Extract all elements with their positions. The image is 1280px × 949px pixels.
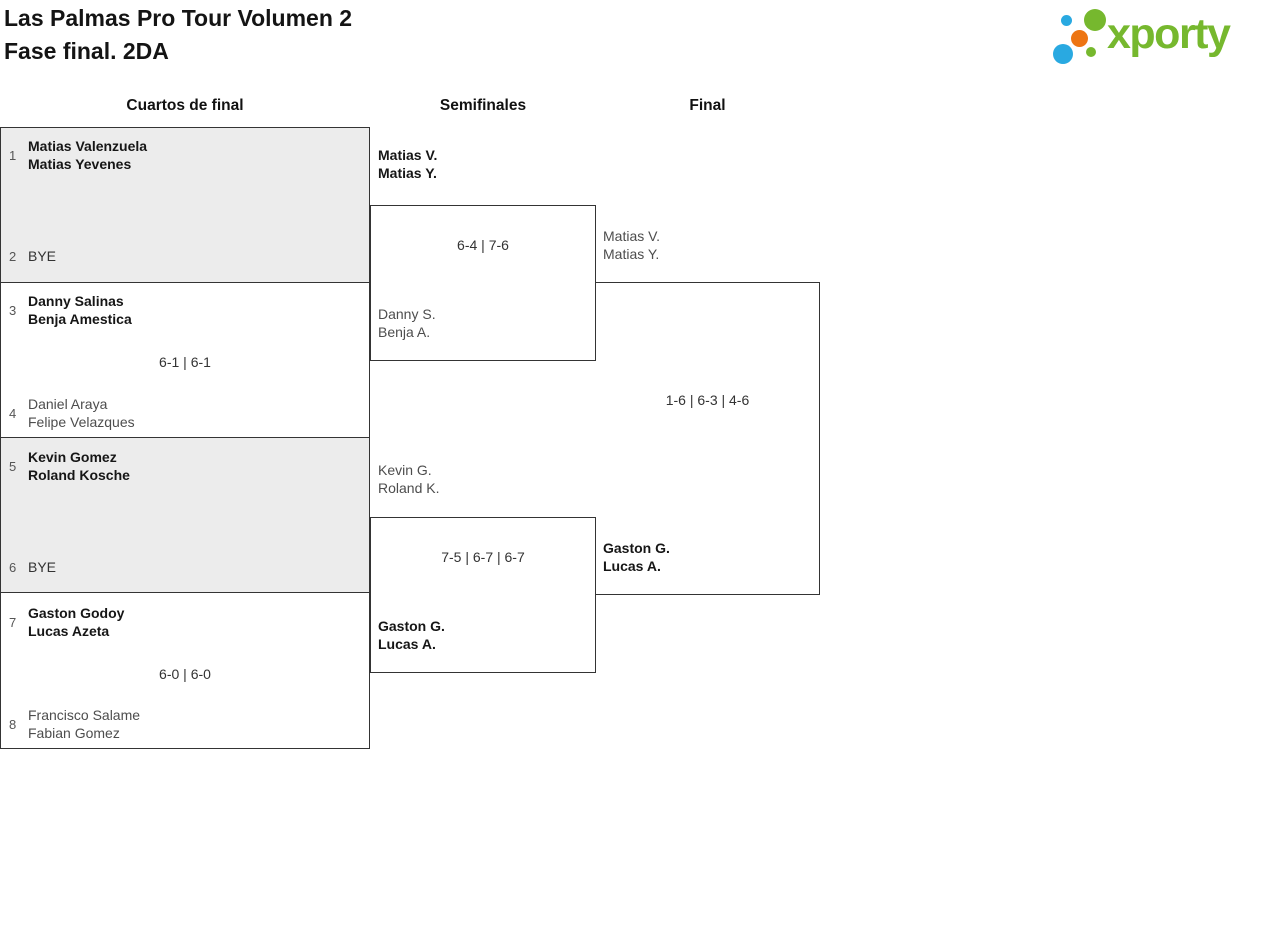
tournament-phase: Fase final. 2DA bbox=[4, 38, 169, 64]
team-name-line: Daniel Araya bbox=[28, 396, 108, 412]
logo-dot-blue-large bbox=[1053, 44, 1073, 64]
match-score: 1-6 | 6-3 | 4-6 bbox=[665, 392, 750, 408]
logo-dot-blue-small bbox=[1061, 15, 1072, 26]
team-name: Matias Valenzuela Matias Yevenes bbox=[28, 137, 147, 173]
logo-dot-green-large bbox=[1084, 9, 1106, 31]
team-name: Matias V. Matias Y. bbox=[603, 227, 660, 263]
team-slot[interactable]: 3 Danny Salinas Benja Amestica bbox=[9, 292, 132, 328]
team-slot[interactable]: Gaston G. Lucas A. bbox=[378, 617, 445, 653]
seed-number: 2 bbox=[9, 248, 17, 264]
team-name-line: Benja Amestica bbox=[28, 311, 132, 327]
team-slot[interactable]: 8 Francisco Salame Fabian Gomez bbox=[9, 706, 140, 742]
team-name-line: Gaston G. bbox=[378, 618, 445, 634]
team-slot[interactable]: Matias V. Matias Y. bbox=[603, 227, 660, 263]
team-name-line: Matias V. bbox=[603, 228, 661, 244]
team-slot[interactable]: 6 BYE bbox=[9, 558, 56, 576]
team-name-line: Gaston G. bbox=[603, 540, 670, 556]
team-name: Gaston G. Lucas A. bbox=[603, 539, 670, 575]
team-name-line: Roland K. bbox=[378, 480, 440, 496]
match-score: 6-1 | 6-1 bbox=[159, 354, 211, 370]
team-name-line: BYE bbox=[28, 248, 57, 264]
team-name-line: Gaston Godoy bbox=[28, 605, 125, 621]
round-header-cuartos: Cuartos de final bbox=[126, 97, 244, 114]
match-box-qf2: 3 Danny Salinas Benja Amestica 6-1 | 6-1… bbox=[0, 282, 370, 438]
team-name-line: Felipe Velazques bbox=[28, 414, 135, 430]
team-name-line: BYE bbox=[28, 559, 57, 575]
team-name-line: Danny S. bbox=[378, 306, 436, 322]
match-box-qf1: 1 Matias Valenzuela Matias Yevenes 2 BYE bbox=[0, 127, 370, 283]
team-slot[interactable]: 7 Gaston Godoy Lucas Azeta bbox=[9, 604, 124, 640]
seed-number: 5 bbox=[9, 458, 17, 474]
tournament-title: Las Palmas Pro Tour Volumen 2 bbox=[4, 5, 353, 31]
round-header-final: Final bbox=[689, 97, 726, 114]
team-name-line: Lucas A. bbox=[378, 636, 436, 652]
match-score: 6-0 | 6-0 bbox=[159, 666, 211, 682]
match-score: 6-4 | 7-6 bbox=[457, 237, 509, 253]
team-name: Danny S. Benja A. bbox=[378, 305, 436, 341]
match-score: 7-5 | 6-7 | 6-7 bbox=[441, 549, 525, 565]
team-name-line: Lucas A. bbox=[603, 558, 661, 574]
team-name: Danny Salinas Benja Amestica bbox=[28, 292, 132, 328]
team-slot[interactable]: Gaston G. Lucas A. bbox=[603, 539, 670, 575]
team-name: Gaston G. Lucas A. bbox=[378, 617, 445, 653]
seed-number: 7 bbox=[9, 614, 17, 630]
seed-number: 8 bbox=[9, 716, 17, 732]
team-slot[interactable]: Matias V. Matias Y. bbox=[378, 146, 437, 182]
team-name-line: Matias Valenzuela bbox=[28, 138, 148, 154]
team-name-line: Fabian Gomez bbox=[28, 725, 120, 741]
team-name: Matias V. Matias Y. bbox=[378, 146, 437, 182]
team-name: Kevin G. Roland K. bbox=[378, 461, 439, 497]
team-name-line: Kevin G. bbox=[378, 462, 432, 478]
team-slot[interactable]: 4 Daniel Araya Felipe Velazques bbox=[9, 395, 135, 431]
team-name: Francisco Salame Fabian Gomez bbox=[28, 706, 140, 742]
team-name: Daniel Araya Felipe Velazques bbox=[28, 395, 135, 431]
team-name-line: Benja A. bbox=[378, 324, 431, 340]
team-name: Gaston Godoy Lucas Azeta bbox=[28, 604, 124, 640]
seed-number: 3 bbox=[9, 302, 17, 318]
team-name-line: Matias V. bbox=[378, 147, 438, 163]
logo-wordmark: xporty bbox=[1107, 10, 1231, 58]
team-name-line: Matias Y. bbox=[378, 165, 437, 181]
team-name-line: Matias Yevenes bbox=[28, 156, 132, 172]
team-slot[interactable]: Danny S. Benja A. bbox=[378, 305, 436, 341]
round-header-semifinales: Semifinales bbox=[439, 97, 527, 114]
team-slot[interactable]: Kevin G. Roland K. bbox=[378, 461, 439, 497]
match-box-qf4: 7 Gaston Godoy Lucas Azeta 6-0 | 6-0 8 F… bbox=[0, 592, 370, 749]
team-slot[interactable]: 1 Matias Valenzuela Matias Yevenes bbox=[9, 137, 147, 173]
match-box-sf1 bbox=[370, 205, 596, 361]
team-slot[interactable]: 5 Kevin Gomez Roland Kosche bbox=[9, 448, 130, 484]
team-name-line: Matias Y. bbox=[603, 246, 660, 262]
team-name: Kevin Gomez Roland Kosche bbox=[28, 448, 130, 484]
seed-number: 1 bbox=[9, 147, 17, 163]
team-name: BYE bbox=[28, 558, 56, 576]
logo-dot-green-small bbox=[1086, 47, 1096, 57]
team-name-line: Kevin Gomez bbox=[28, 449, 117, 465]
match-box-sf2 bbox=[370, 517, 596, 673]
logo-dot-orange bbox=[1071, 30, 1088, 47]
match-box-qf3: 5 Kevin Gomez Roland Kosche 6 BYE bbox=[0, 437, 370, 593]
team-name-line: Francisco Salame bbox=[28, 707, 141, 723]
team-slot[interactable]: 2 BYE bbox=[9, 247, 56, 265]
team-name-line: Danny Salinas bbox=[28, 293, 124, 309]
team-name: BYE bbox=[28, 247, 56, 265]
team-name-line: Lucas Azeta bbox=[28, 623, 110, 639]
seed-number: 6 bbox=[9, 559, 17, 575]
team-name-line: Roland Kosche bbox=[28, 467, 130, 483]
match-box-final bbox=[595, 282, 820, 595]
seed-number: 4 bbox=[9, 405, 17, 421]
page-title: Las Palmas Pro Tour Volumen 2 Fase final… bbox=[4, 2, 352, 68]
